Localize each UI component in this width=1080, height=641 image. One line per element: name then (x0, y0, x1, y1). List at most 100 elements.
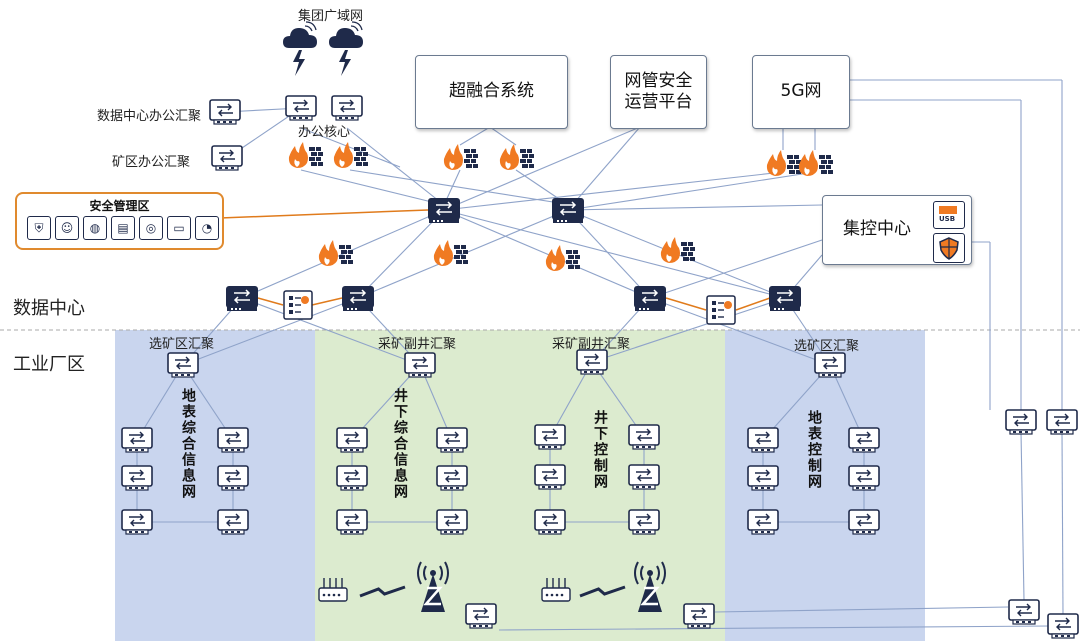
hci-firewall-left-icon (443, 144, 478, 170)
access-switch-r3 (747, 509, 779, 535)
surface-info-net-label: 地表综合信息网 (180, 388, 196, 500)
access-switch-m1 (336, 427, 368, 453)
dc-switch-3 (634, 286, 666, 311)
network-link (357, 209, 445, 299)
access-switch-r2 (747, 465, 779, 491)
beneficiation-agg-right-label: 选矿区汇聚 (794, 339, 860, 354)
network-link (443, 171, 784, 211)
access-switch-l5 (217, 465, 249, 491)
office-firewall-right-icon (333, 142, 368, 168)
access-switch-r5 (848, 465, 880, 491)
access-switch-n4 (628, 424, 660, 450)
access-switch-l2 (121, 465, 153, 491)
access-switch-r1 (747, 427, 779, 453)
mine-office-agg-label: 矿区办公汇聚 (112, 155, 191, 170)
nm-security-label-1: 网管安全 (624, 70, 693, 91)
access-switch-n2 (534, 464, 566, 490)
access-switch-n3 (534, 509, 566, 535)
network-link (300, 169, 445, 206)
access-switch-nA (576, 349, 608, 375)
wireless-ap-right-icon (541, 578, 571, 602)
security-globe-icon: ◍ (83, 216, 107, 240)
access-switch-n6 (628, 509, 660, 535)
office-core-switch-right (331, 95, 363, 121)
access-switch-l6 (217, 509, 249, 535)
office-core-label: 办公核心 (298, 125, 351, 140)
dc-office-agg-switch (209, 99, 241, 125)
network-link (1020, 431, 1025, 601)
security-document-icon: ▤ (111, 216, 135, 240)
access-switch-e3 (1008, 599, 1040, 625)
access-switch-b1 (465, 603, 497, 629)
usb-label: USB (939, 215, 956, 223)
network-link (714, 606, 1009, 613)
access-switch-n1 (534, 424, 566, 450)
access-switch-n5 (628, 464, 660, 490)
hyperconverged-system-box: 超融合系统 (415, 55, 568, 129)
mining-shaft-agg-1-label: 采矿副井汇聚 (378, 337, 457, 352)
industrial-zone-label: 工业厂区 (13, 354, 85, 375)
access-switch-rA (814, 352, 846, 378)
dc-log-server-left-icon (283, 290, 313, 320)
underground-info-net-label: 井下综合信息网 (392, 388, 408, 500)
network-link (567, 126, 641, 211)
group-wan-label: 集团广域网 (298, 9, 364, 24)
security-clock-icon: ◔ (195, 216, 219, 240)
network-link (1061, 431, 1064, 615)
access-switch-m4 (436, 427, 468, 453)
wireless-ap-left-icon (318, 578, 348, 602)
core-switch-left (428, 198, 460, 223)
network-link (498, 625, 1051, 631)
access-switch-l1 (121, 427, 153, 453)
security-zone-title: 安全管理区 (89, 199, 150, 213)
security-shield-icon: ⛨ (27, 216, 51, 240)
dc-office-agg-label: 数据中心办公汇聚 (97, 109, 202, 124)
network-link (241, 297, 421, 366)
surface-ctrl-net-label: 地表控制网 (806, 410, 822, 490)
network-link (649, 239, 823, 299)
network-link (443, 209, 651, 299)
access-switch-m3 (336, 509, 368, 535)
access-switch-e2 (1046, 409, 1078, 435)
access-switch-b2 (683, 603, 715, 629)
central-control-box: 集控中心 USB (822, 195, 972, 265)
orange-link (665, 297, 707, 311)
dc-log-server-right-icon (706, 295, 736, 325)
dc-switch-2 (342, 286, 374, 311)
orange-link (219, 209, 429, 219)
access-switch-e1 (1005, 409, 1037, 435)
radio-tower-left-icon (417, 561, 449, 612)
5g-firewall-left-icon (766, 150, 801, 176)
dc-switch-1 (226, 286, 258, 311)
access-switch-l3 (121, 509, 153, 535)
security-monitor-icon: ▭ (167, 216, 191, 240)
network-link (182, 297, 359, 366)
shield-icon (933, 233, 965, 263)
network-link (443, 209, 786, 299)
network-link (300, 127, 401, 168)
wireless-link-right (579, 585, 626, 598)
orange-link (257, 297, 284, 306)
mining-shaft-agg-2-label: 采矿副井汇聚 (552, 337, 631, 352)
dc-firewall-3-icon (545, 245, 580, 271)
wan-cloud-right-icon (329, 21, 363, 76)
5g-label: 5G网 (780, 81, 822, 102)
mine-office-agg-switch (211, 145, 243, 171)
access-switch-mA (404, 352, 436, 378)
access-switch-m5 (436, 465, 468, 491)
access-switch-m2 (336, 465, 368, 491)
office-core-switch-left (285, 95, 317, 121)
access-switch-lA (167, 352, 199, 378)
access-switch-e4 (1047, 613, 1079, 639)
dc-switch-4 (769, 286, 801, 311)
network-link (567, 209, 651, 299)
network-link (649, 297, 831, 366)
network-link (567, 171, 816, 211)
nm-security-platform-box: 网管安全 运营平台 (610, 55, 707, 129)
radio-tower-right-icon (634, 561, 666, 612)
wireless-link-left (359, 585, 406, 598)
network-link (346, 127, 445, 206)
network-link (349, 169, 573, 206)
network-link (567, 204, 823, 211)
